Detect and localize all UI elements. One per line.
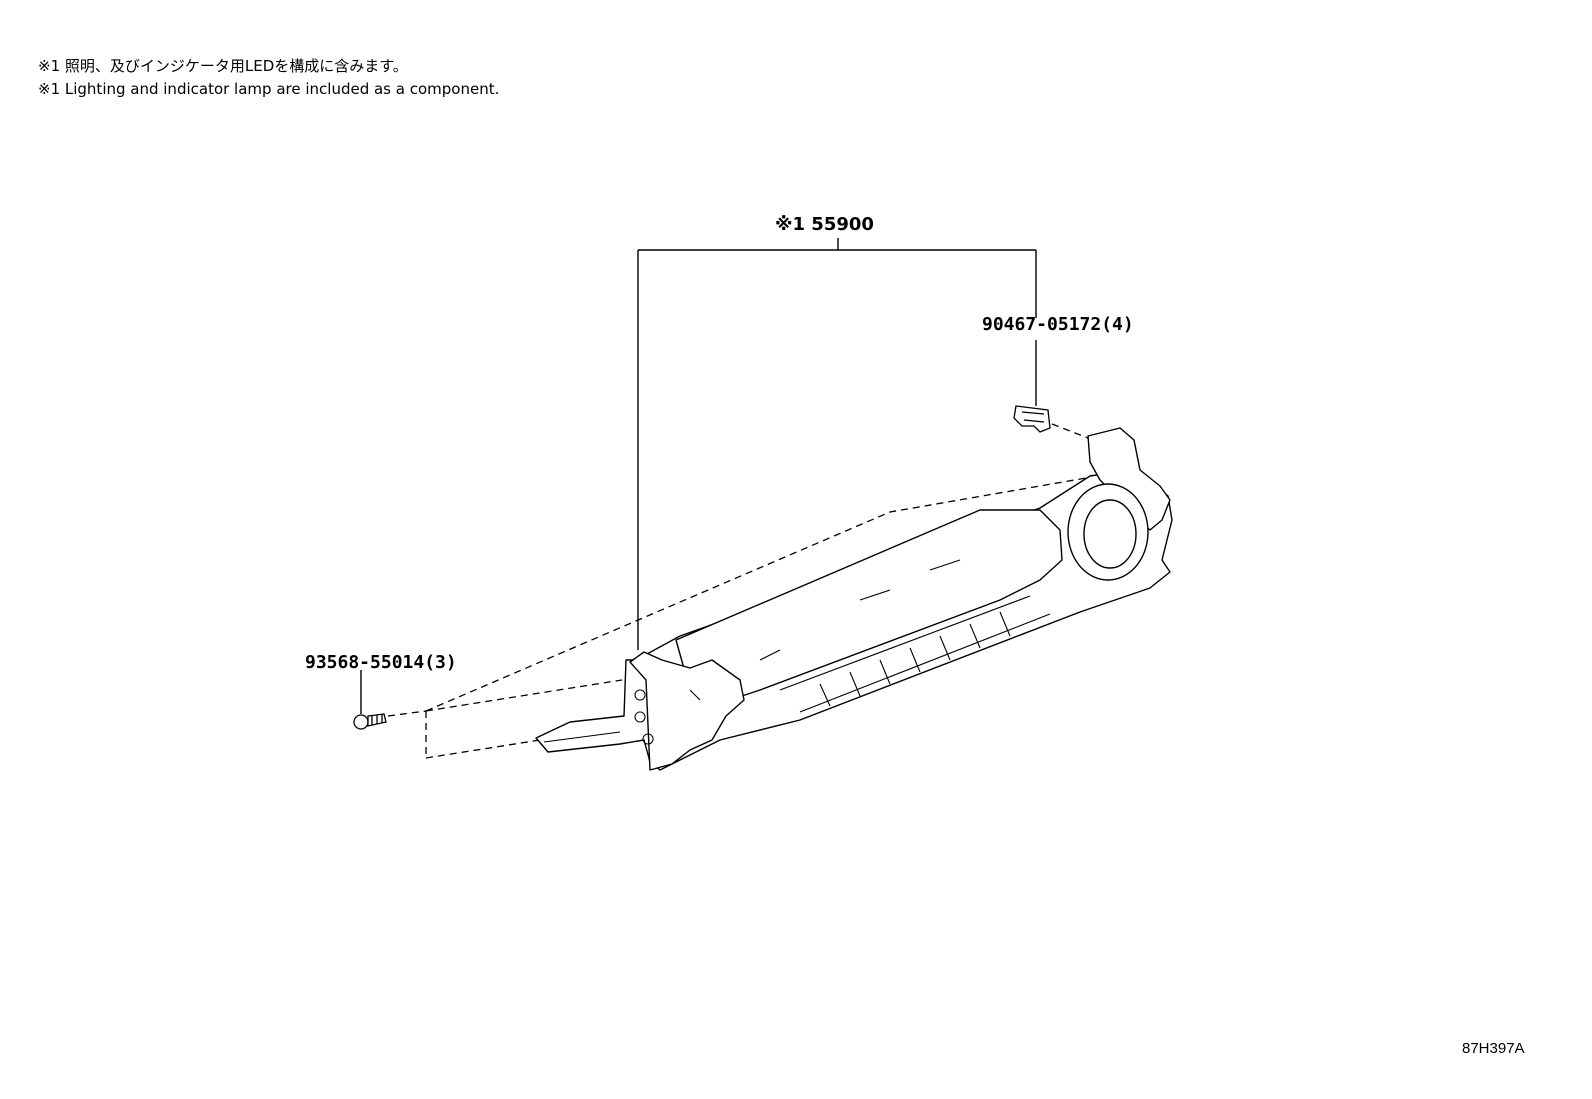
clip-part-drawing	[1013, 405, 1051, 433]
part-label-55900: ※1 55900	[775, 214, 874, 235]
part-label-93568: 93568-55014(3)	[305, 652, 457, 673]
assembly-guide-lines	[387, 423, 1089, 759]
component-note-english: ※1 Lighting and indicator lamp are inclu…	[38, 80, 500, 98]
housing-assembly-drawing	[535, 427, 1173, 771]
housing-ribs	[543, 559, 1051, 745]
leader-lines	[360, 238, 1037, 714]
screw-part-drawing	[353, 713, 387, 730]
component-note-japanese: ※1 照明、及びインジケータ用LEDを構成に含みます。	[38, 57, 408, 75]
part-label-90467: 90467-05172(4)	[982, 314, 1134, 335]
diagram-code: 87H397A	[1462, 1040, 1525, 1057]
